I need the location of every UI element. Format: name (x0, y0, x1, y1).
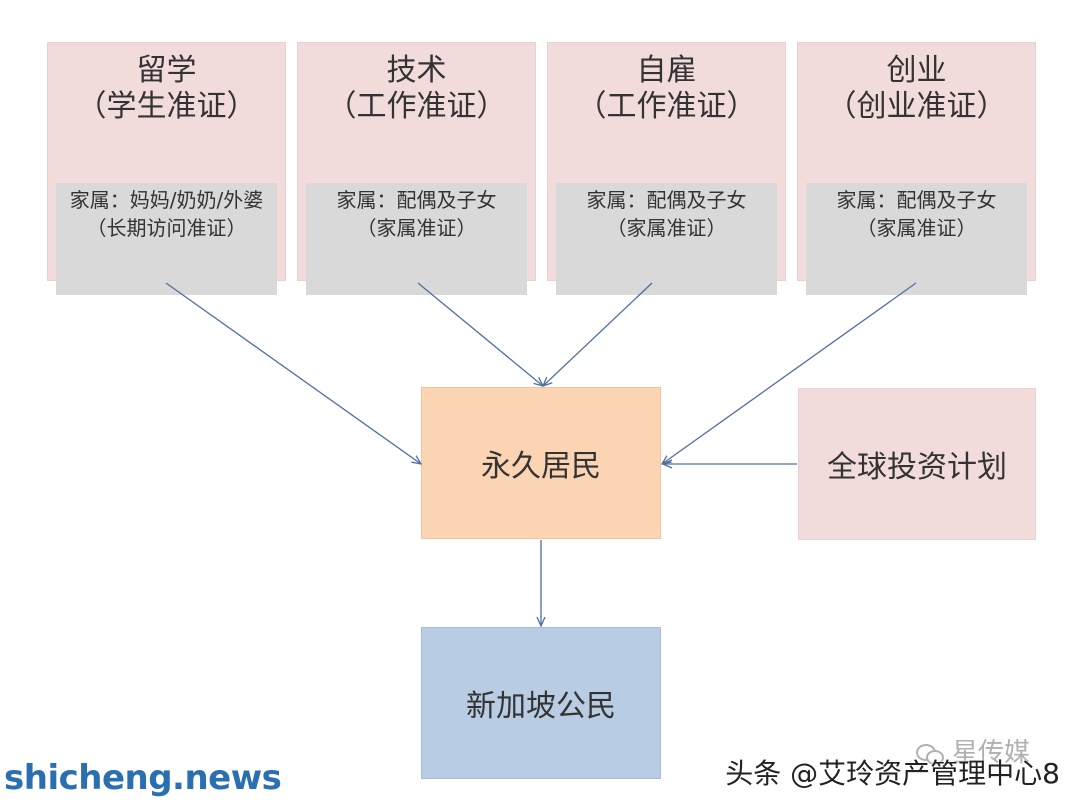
family-line-1: 家属：妈妈/奶奶/外婆 (69, 188, 264, 212)
family-line-2: （长期访问准证） (86, 216, 247, 240)
category-subtitle: （创业准证） (826, 89, 1007, 124)
permanent-resident-label: 永久居民 (481, 449, 601, 484)
family-line-2: （家属准证） (856, 216, 977, 240)
category-box-self-employed: 自雇 （工作准证） 家属：配偶及子女 （家属准证） (547, 42, 786, 295)
category-subtitle: （工作准证） (576, 89, 757, 124)
category-title: 创业 (886, 53, 947, 88)
category-title: 技术 (386, 53, 447, 88)
watermark-faded-text: 星传媒 (952, 738, 1031, 768)
arrow-study-to-pr (165, 282, 421, 464)
family-line-2: （家属准证） (356, 216, 477, 240)
global-investor-label: 全球投资计划 (827, 450, 1007, 485)
family-line-1: 家属：配偶及子女 (336, 188, 497, 212)
global-investor-box: 全球投资计划 (798, 388, 1036, 540)
citizen-box: 新加坡公民 (421, 627, 661, 779)
watermark-author: 头条 @艾玲资产管理中心8 (725, 757, 1060, 790)
citizen-label: 新加坡公民 (466, 689, 616, 724)
family-line-1: 家属：配偶及子女 (586, 188, 747, 212)
family-panel: 家属：配偶及子女 （家属准证） (806, 183, 1027, 295)
permanent-resident-box: 永久居民 (421, 387, 661, 539)
category-title: 自雇 (636, 53, 697, 88)
category-box-study: 留学 （学生准证） 家属：妈妈/奶奶/外婆 （长期访问准证） (47, 42, 286, 295)
watermark-faded: 星传媒 (916, 732, 1030, 769)
family-line-2: （家属准证） (606, 216, 727, 240)
category-subtitle: （工作准证） (326, 89, 507, 124)
arrow-self-employed-to-pr (543, 282, 653, 386)
category-box-entrepreneur: 创业 （创业准证） 家属：配偶及子女 （家属准证） (797, 42, 1036, 295)
wechat-icon (916, 743, 944, 765)
category-box-skilled: 技术 （工作准证） 家属：配偶及子女 （家属准证） (297, 42, 536, 295)
watermark-site: shicheng.news (4, 758, 282, 798)
family-panel: 家属：配偶及子女 （家属准证） (306, 183, 527, 295)
family-panel: 家属：妈妈/奶奶/外婆 （长期访问准证） (56, 183, 277, 295)
arrow-skilled-to-pr (417, 282, 543, 386)
category-subtitle: （学生准证） (76, 89, 257, 124)
category-title: 留学 (136, 53, 197, 88)
family-panel: 家属：配偶及子女 （家属准证） (556, 183, 777, 295)
family-line-1: 家属：配偶及子女 (836, 188, 997, 212)
